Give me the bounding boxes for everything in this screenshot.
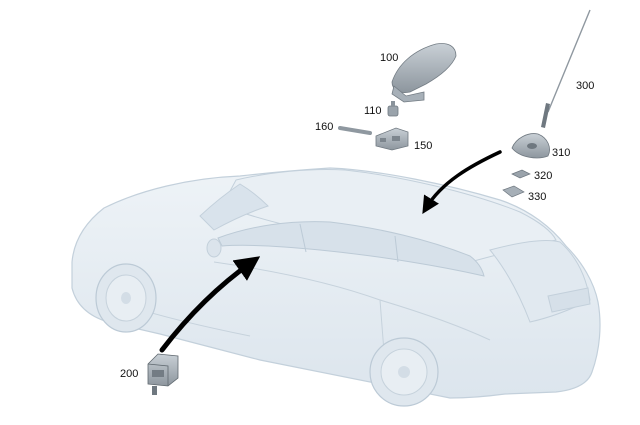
part-320-gasket [511,169,531,179]
part-160-rod [338,126,372,135]
side-mirror [206,238,222,258]
part-200-control-unit [147,353,179,395]
car-body [71,167,601,407]
car-side-windows [217,221,485,277]
car-windshield [199,183,269,231]
arrow-to-interior [159,256,261,353]
callout-320: 320 [534,170,552,182]
part-300-rod-antenna [541,9,591,128]
callout-110: 110 [364,105,382,117]
callout-100: 100 [380,52,398,64]
b-pillar [299,223,307,253]
sill-line [379,299,491,341]
arrow-to-roof [422,150,502,214]
part-150-bracket [375,127,409,151]
part-330-plate [502,185,525,198]
part-110-clip [387,101,399,117]
part-310-antenna-base [511,133,550,159]
callout-200: 200 [120,368,138,380]
part-100-antenna-cover [391,43,457,103]
c-pillar [394,235,399,263]
tail-light [547,287,591,313]
callout-150: 150 [414,140,432,152]
callout-310: 310 [552,147,570,159]
rear-wheel [369,337,439,407]
callout-160: 160 [315,121,333,133]
callout-330: 330 [528,191,546,203]
callout-300: 300 [576,80,594,92]
front-wheel [95,263,157,333]
